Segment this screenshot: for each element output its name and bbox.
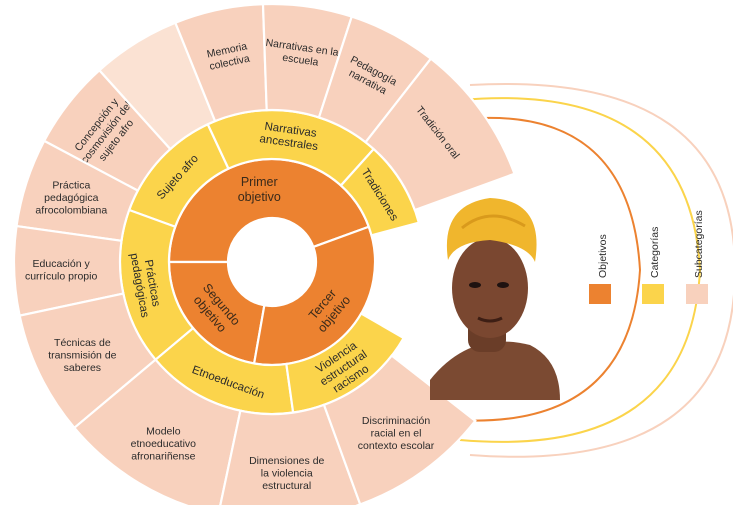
legend-swatch bbox=[589, 284, 611, 304]
ring-categorias: Sujeto afroNarrativasancestralesTradicio… bbox=[118, 108, 421, 416]
subcategoria-segment: Memoriacolectiva bbox=[173, 3, 268, 123]
legend-item-objetivos: Objetivos bbox=[589, 234, 611, 304]
legend-arcs bbox=[454, 83, 733, 458]
arc-categorias bbox=[459, 97, 702, 443]
legend-label: Subcategorías bbox=[693, 210, 705, 278]
subcategoria-wedge bbox=[15, 139, 140, 243]
subcategoria-wedge bbox=[364, 57, 516, 212]
categoria-segment: Violenciaestructuralracismo bbox=[285, 311, 406, 414]
wheel-center bbox=[230, 220, 314, 304]
categoria-segment: Prácticaspedagógicas bbox=[118, 208, 195, 362]
portrait-illustration bbox=[430, 198, 560, 400]
categoria-segment: Narrativasancestrales bbox=[206, 108, 376, 188]
portrait-eye-right bbox=[497, 282, 509, 288]
subcategoria-segment: Concepción ycosmovisión delsujeto afro bbox=[42, 68, 172, 193]
legend-label: Objetivos bbox=[597, 234, 609, 278]
subcategoria-segment: Tradición oral bbox=[364, 57, 516, 212]
legend-label: Categorías bbox=[649, 227, 661, 278]
subcategoria-wedge bbox=[12, 224, 125, 317]
portrait-eye-left bbox=[469, 282, 481, 288]
arc-subcategorias bbox=[469, 83, 733, 458]
portrait-headwrap-fold bbox=[461, 214, 526, 230]
arc-objetivos bbox=[454, 116, 642, 422]
legend-item-subcategorias: Subcategorías bbox=[686, 210, 708, 304]
legend: Objetivos Categorías Subcategorías bbox=[589, 210, 708, 304]
objetivo-segment: Tercerobjetivo bbox=[252, 225, 377, 367]
legend-swatch bbox=[642, 284, 664, 304]
ring-subcategorias: Concepción ycosmovisión delsujeto afroMe… bbox=[12, 2, 516, 510]
portrait-mouth bbox=[477, 316, 503, 323]
legend-swatch bbox=[686, 284, 708, 304]
categoria-segment: Tradiciones bbox=[339, 147, 421, 237]
subcategoria-wedge bbox=[72, 358, 242, 510]
portrait-shoulders bbox=[430, 341, 560, 400]
subcategoria-wedge bbox=[18, 292, 158, 430]
legend-item-categorias: Categorías bbox=[642, 227, 664, 304]
subcategoria-wedge bbox=[218, 403, 362, 510]
portrait-face bbox=[452, 238, 528, 338]
portrait-headwrap bbox=[446, 198, 537, 262]
